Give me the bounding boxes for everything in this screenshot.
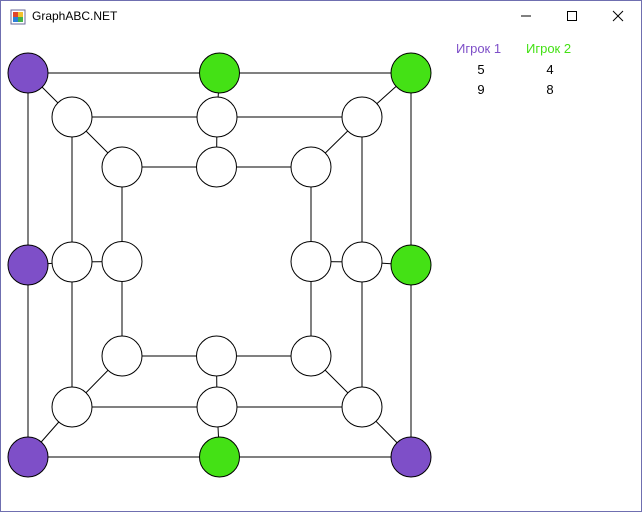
- minimize-icon: [521, 15, 531, 17]
- board-point-empty[interactable]: [341, 386, 383, 428]
- board-points: [7, 52, 432, 478]
- close-icon: [612, 10, 624, 22]
- board-point-empty[interactable]: [51, 241, 93, 283]
- board-point-empty[interactable]: [196, 335, 237, 377]
- score-cell: 5: [477, 62, 485, 77]
- maximize-button[interactable]: [549, 1, 595, 31]
- board-point-empty[interactable]: [101, 335, 143, 377]
- board-piece-player1[interactable]: [7, 52, 49, 94]
- board-piece-player1[interactable]: [7, 436, 49, 478]
- graphabc-app-icon: [10, 9, 26, 25]
- board-piece-player2[interactable]: [390, 52, 432, 94]
- board-point-empty[interactable]: [101, 146, 143, 188]
- window-title: GraphABC.NET: [32, 9, 118, 23]
- maximize-icon: [567, 11, 577, 21]
- score-cell: 9: [477, 82, 485, 97]
- board-point-empty[interactable]: [196, 146, 237, 188]
- score-cell: 8: [546, 82, 554, 97]
- board-piece-player2[interactable]: [199, 52, 240, 94]
- board-point-empty[interactable]: [101, 241, 143, 282]
- score-cell: 4: [546, 62, 554, 77]
- board-point-empty[interactable]: [51, 386, 93, 428]
- player2-header: Игрок 2: [526, 41, 572, 56]
- game-board: [7, 52, 432, 478]
- board-point-empty[interactable]: [196, 96, 238, 138]
- minimize-button[interactable]: [503, 1, 549, 31]
- board-point-empty[interactable]: [290, 146, 332, 188]
- board-piece-player1[interactable]: [7, 244, 49, 286]
- board-piece-player2[interactable]: [199, 436, 240, 478]
- board-point-empty[interactable]: [196, 386, 238, 428]
- player1-header: Игрок 1: [456, 41, 502, 56]
- board-point-empty[interactable]: [341, 241, 383, 283]
- board-piece-player1[interactable]: [390, 436, 432, 478]
- board-point-empty[interactable]: [51, 96, 93, 138]
- board-piece-player2[interactable]: [390, 244, 432, 286]
- title-bar[interactable]: GraphABC.NET: [1, 1, 641, 31]
- close-button[interactable]: [595, 1, 641, 31]
- board-point-empty[interactable]: [290, 335, 332, 377]
- board-point-empty[interactable]: [290, 241, 332, 282]
- board-point-empty[interactable]: [341, 96, 383, 138]
